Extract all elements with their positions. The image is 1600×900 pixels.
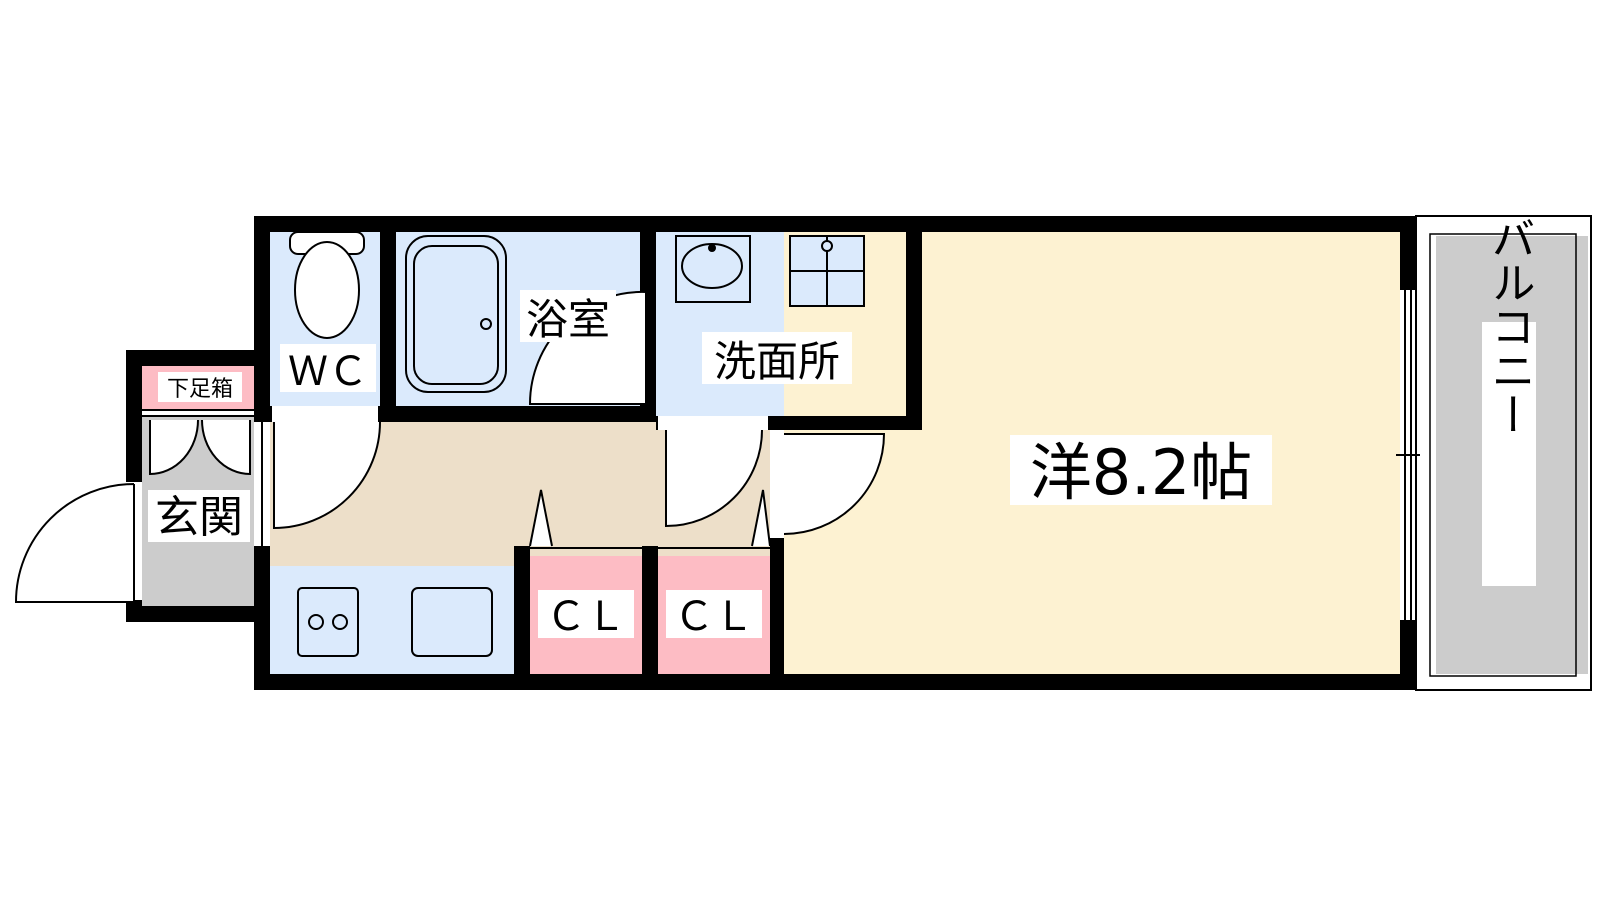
room-door-swing — [783, 433, 886, 535]
stove-icon — [297, 587, 359, 657]
shoe-box-label: 下足箱 — [167, 377, 233, 402]
washroom-label: 洗面所 — [714, 337, 840, 386]
wall-bottom — [254, 674, 1416, 690]
closet-1-door-icon — [529, 489, 553, 547]
wc-door-opening — [272, 406, 378, 422]
burner-right-icon — [332, 614, 348, 630]
shoe-box-door-right — [201, 419, 251, 476]
wall-wash-room — [906, 230, 922, 430]
fixtures — [142, 231, 865, 657]
wash-door-opening — [658, 416, 768, 430]
bathtub-drain-icon — [480, 318, 492, 330]
wc-label-bg — [280, 344, 376, 392]
shoe-box-label-bg — [158, 372, 242, 402]
bath-label: 浴室 — [526, 295, 610, 344]
burner-left-icon — [308, 614, 324, 630]
western-room-label-bg — [1010, 435, 1272, 505]
wall-entrance-bottom — [126, 606, 270, 622]
kitchen-sink-icon — [411, 587, 493, 657]
washroom-label-bg — [702, 332, 852, 384]
closet-2-door-icon — [751, 489, 771, 547]
closet-2-label: ＣＬ — [674, 594, 754, 640]
wall-cl-cl — [642, 546, 658, 676]
bathtub-inner-icon — [413, 245, 499, 385]
wall-top — [254, 216, 1416, 232]
shoe-box-door-left — [149, 419, 199, 476]
entrance-label-bg — [148, 490, 250, 542]
toilet-bowl-icon — [294, 241, 360, 339]
doors — [14, 290, 1420, 620]
western-room-floor-top — [906, 230, 1401, 430]
wash-door-swing — [665, 429, 763, 528]
wall-wc-bath — [380, 230, 396, 422]
closet-1-label-bg — [538, 590, 634, 638]
entrance-label: 玄関 — [155, 492, 243, 543]
western-room-label: 洋8.2帖 — [1030, 436, 1253, 509]
wall-entrance-top — [126, 350, 270, 366]
balcony-inner — [1429, 233, 1577, 677]
room-door-opening — [770, 430, 784, 538]
entry-door-swing — [14, 483, 135, 603]
closet-2-label-bg — [666, 590, 762, 638]
closet-1-label: ＣＬ — [546, 594, 626, 640]
bath-label-bg — [520, 290, 616, 342]
wc-door-swing — [273, 421, 381, 530]
balcony-outline — [1415, 215, 1592, 691]
wc-label: ＷＣ — [288, 349, 368, 395]
washbasin-tap-icon — [708, 244, 716, 252]
balcony-label-bg — [1482, 322, 1536, 586]
balcony-label: バルコニー — [1484, 216, 1535, 436]
washer-drain-icon — [821, 240, 833, 252]
wall-kitchen-cl — [514, 546, 530, 676]
